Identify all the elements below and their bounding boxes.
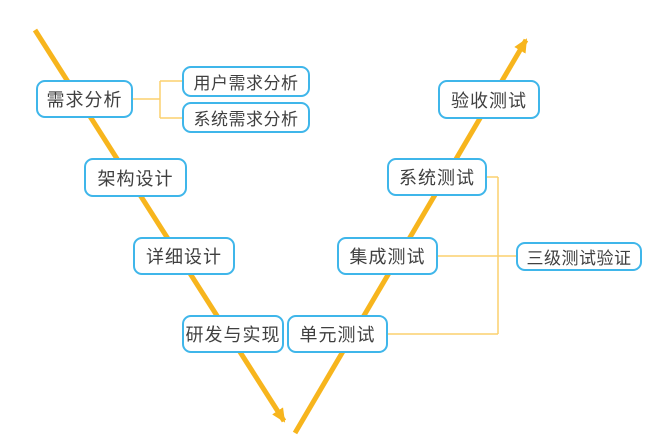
node-requirements-analysis: 需求分析 xyxy=(36,80,133,118)
node-system-requirements-analysis: 系统需求分析 xyxy=(182,102,310,133)
node-user-requirements-analysis: 用户需求分析 xyxy=(182,66,310,97)
node-integration-testing: 集成测试 xyxy=(337,237,438,275)
node-detailed-design: 详细设计 xyxy=(133,237,235,275)
node-development-and-implementation: 研发与实现 xyxy=(182,315,284,353)
node-three-level-test-verification: 三级测试验证 xyxy=(516,242,642,271)
node-acceptance-testing: 验收测试 xyxy=(438,80,540,119)
requirements-branch-connector xyxy=(133,80,182,119)
testing-levels-connector xyxy=(388,176,516,335)
node-system-testing: 系统测试 xyxy=(387,158,487,196)
node-unit-testing: 单元测试 xyxy=(287,315,388,353)
node-architecture-design: 架构设计 xyxy=(84,158,187,197)
